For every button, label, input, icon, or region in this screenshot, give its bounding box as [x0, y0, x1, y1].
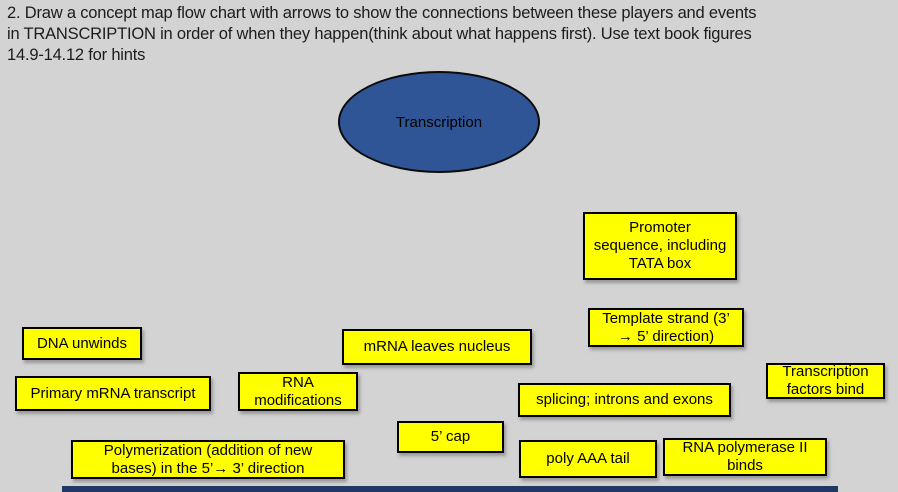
bottom-accent-bar [62, 486, 838, 492]
exercise-prompt: 2. Draw a concept map flow chart with ar… [7, 4, 757, 64]
transcription-ellipse: Transcription [338, 71, 540, 173]
transcription-ellipse-label: Transcription [395, 113, 483, 131]
concept-box-dna-unwinds: DNA unwinds [22, 327, 142, 360]
concept-box-promoter-sequence: Promoter sequence, including TATA box [583, 212, 737, 280]
concept-box-mrna-leaves-nucleus: mRNA leaves nucleus [342, 329, 532, 365]
concept-box-primary-mrna-transcript: Primary mRNA transcript [15, 376, 211, 411]
concept-box-five-prime-cap: 5’ cap [397, 421, 504, 453]
concept-box-splicing-introns-exons: splicing; introns and exons [518, 383, 731, 417]
concept-box-poly-aaa-tail: poly AAA tail [519, 440, 657, 478]
concept-box-transcription-factors-bind: Transcription factors bind [766, 363, 885, 399]
concept-box-template-strand: Template strand (3’ → 5’ direction) [588, 308, 744, 347]
concept-box-rna-modifications: RNA modifications [238, 372, 358, 411]
concept-box-polymerization: Polymerization (addition of new bases) i… [71, 440, 345, 479]
concept-box-rna-polymerase-ii-binds: RNA polymerase II binds [663, 438, 827, 476]
